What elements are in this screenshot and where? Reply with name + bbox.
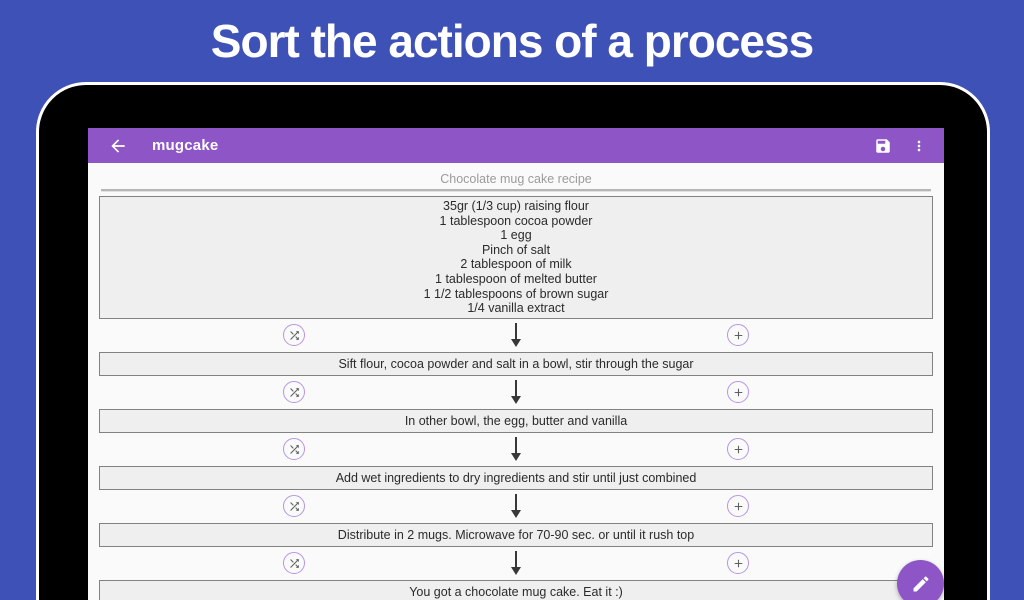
save-button[interactable] <box>872 135 894 157</box>
plus-icon <box>734 559 742 568</box>
shuffle-icon <box>289 387 299 397</box>
step-text: Sift flour, cocoa powder and salt in a b… <box>338 356 694 371</box>
shuffle-icon <box>289 501 299 511</box>
add-step-button[interactable] <box>727 324 749 347</box>
step-text: 35gr (1/3 cup) raising flour <box>443 199 589 213</box>
step-text: 1/4 vanilla extract <box>467 301 565 316</box>
flow-connector-row <box>99 490 933 523</box>
flow-connector-row <box>99 433 933 466</box>
app-bar-title: mugcake <box>152 137 219 154</box>
down-arrow-icon <box>509 550 523 576</box>
step-text: Add wet ingredients to dry ingredients a… <box>335 470 697 485</box>
hero-title: Sort the actions of a process <box>210 15 814 67</box>
plus-icon <box>734 388 742 397</box>
shuffle-icon <box>289 558 299 568</box>
shuffle-step-button[interactable] <box>283 381 305 404</box>
shuffle-icon <box>289 330 299 340</box>
shuffle-step-button[interactable] <box>283 495 305 518</box>
step-text: Distribute in 2 mugs. Microwave for 70-9… <box>337 527 695 542</box>
app-screen: mugcake Chocolate mug cake recipe 35gr (… <box>88 128 944 600</box>
plus-icon <box>734 502 742 511</box>
process-content: Chocolate mug cake recipe 35gr (1/3 cup)… <box>88 172 944 600</box>
down-arrow-icon <box>509 379 523 405</box>
step-box[interactable]: Distribute in 2 mugs. Microwave for 70-9… <box>99 522 933 547</box>
shuffle-icon <box>289 444 299 454</box>
process-title: Chocolate mug cake recipe <box>440 172 592 186</box>
step-text: 2 tablespoon of milk <box>460 257 572 272</box>
step-text: You got a chocolate mug cake. Eat it :) <box>409 584 623 599</box>
flow-connector-row <box>99 376 933 409</box>
step-text: 1 tablespoon cocoa powder <box>439 213 593 228</box>
down-arrow-icon <box>509 493 523 519</box>
down-arrow-icon <box>509 322 523 348</box>
overflow-menu-button[interactable] <box>908 135 930 157</box>
shuffle-step-button[interactable] <box>283 552 305 575</box>
back-button[interactable] <box>108 135 130 157</box>
arrow-left-icon <box>111 138 125 153</box>
step-box[interactable]: You got a chocolate mug cake. Eat it :) <box>99 579 933 600</box>
step-text: In other bowl, the egg, butter and vanil… <box>404 413 628 428</box>
shuffle-step-button[interactable] <box>283 438 305 461</box>
step-text: 1 tablespoon of melted butter <box>435 271 597 286</box>
add-step-button[interactable] <box>727 438 749 461</box>
app-bar: mugcake <box>88 128 944 163</box>
shuffle-step-button[interactable] <box>283 324 305 347</box>
plus-icon <box>734 331 742 340</box>
add-step-button[interactable] <box>727 495 749 518</box>
plus-icon <box>734 445 742 454</box>
step-text: 1 egg <box>500 228 532 243</box>
add-step-button[interactable] <box>727 381 749 404</box>
step-text: Pinch of salt <box>481 242 551 257</box>
add-step-button[interactable] <box>727 552 749 575</box>
floppy-disk-icon <box>876 138 890 153</box>
step-box[interactable]: In other bowl, the egg, butter and vanil… <box>99 408 933 433</box>
title-divider <box>101 189 931 192</box>
flow-connector-row <box>99 319 933 352</box>
step-box[interactable]: Sift flour, cocoa powder and salt in a b… <box>99 351 933 376</box>
vertical-dots-icon <box>917 140 921 151</box>
step-text: 1 1/2 tablespoons of brown sugar <box>423 286 609 301</box>
pencil-icon <box>913 575 929 591</box>
hero-banner: Sort the actions of a process <box>0 0 1024 82</box>
flow-connector-row <box>99 547 933 580</box>
down-arrow-icon <box>509 436 523 462</box>
edit-fab[interactable] <box>897 560 944 600</box>
step-box[interactable]: Add wet ingredients to dry ingredients a… <box>99 465 933 490</box>
